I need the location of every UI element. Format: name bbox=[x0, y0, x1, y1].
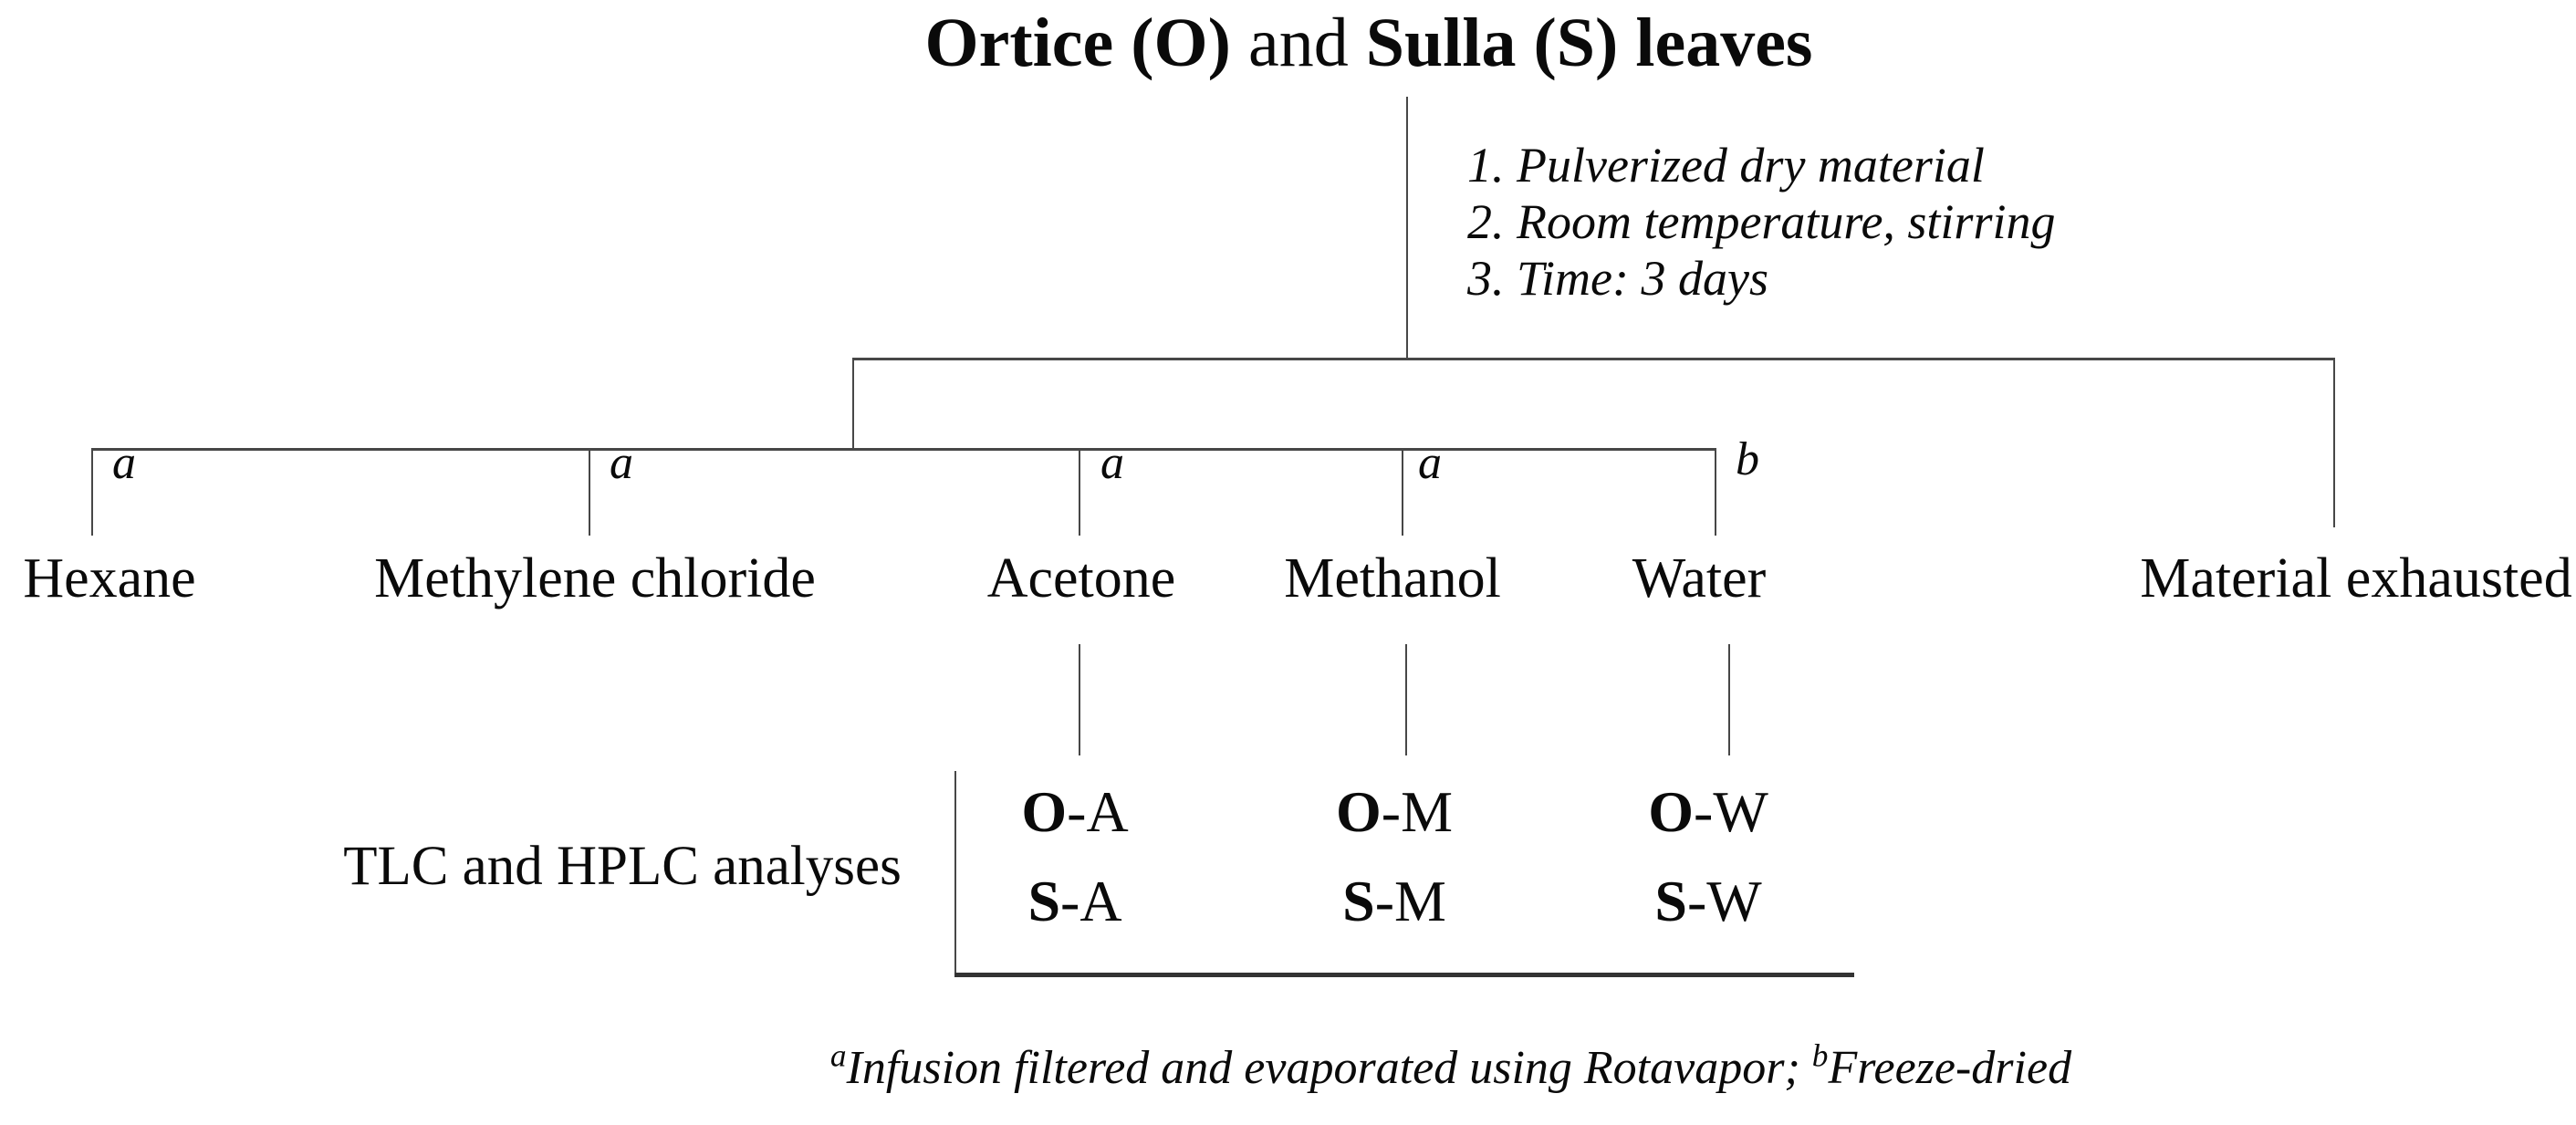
title-bold-sulla: Sulla (S) leaves bbox=[1365, 5, 1813, 81]
extract-s-m-rest: -M bbox=[1374, 869, 1446, 933]
analysis-label: TLC and HPLC analyses bbox=[343, 836, 902, 897]
node-material-exhausted: Material exhausted bbox=[2140, 547, 2572, 609]
methanol-drop-line bbox=[1402, 448, 1403, 536]
extract-s-m: S-M bbox=[1342, 872, 1446, 931]
node-methanol: Methanol bbox=[1284, 547, 1501, 609]
water-extract-line bbox=[1728, 644, 1730, 755]
footnote-text-a: Infusion filtered and evaporated using R… bbox=[846, 1042, 1812, 1094]
diagram-title: Ortice (O) and Sulla (S) leaves bbox=[924, 5, 1812, 82]
hexane-marker: a bbox=[112, 437, 136, 489]
node-hexane: Hexane bbox=[23, 547, 196, 609]
analysis-bracket-vertical-line bbox=[954, 771, 956, 977]
node-methylene-chloride: Methylene chloride bbox=[374, 547, 816, 609]
process-step-3: 3. Time: 3 days bbox=[1467, 251, 1768, 306]
title-connector-line bbox=[1406, 97, 1408, 358]
extract-o-m: O-M bbox=[1336, 783, 1453, 841]
extract-s-a-prefix: S bbox=[1027, 869, 1061, 933]
methylene-chloride-drop-line bbox=[589, 448, 590, 536]
title-regular-and: and bbox=[1230, 5, 1366, 81]
node-water: Water bbox=[1632, 547, 1767, 609]
methanol-extract-line bbox=[1405, 644, 1407, 755]
level1-left-drop-line bbox=[852, 358, 854, 449]
water-drop-line bbox=[1715, 448, 1716, 536]
extract-o-a: O-A bbox=[1021, 783, 1128, 841]
extract-o-w-rest: -W bbox=[1694, 779, 1768, 844]
extract-s-m-prefix: S bbox=[1342, 869, 1375, 933]
footnote-sup-a: a bbox=[829, 1036, 847, 1074]
process-step-1: 1. Pulverized dry material bbox=[1467, 138, 1985, 193]
acetone-drop-line bbox=[1079, 448, 1080, 536]
extract-o-w: O-W bbox=[1648, 783, 1768, 841]
extract-o-m-rest: -M bbox=[1381, 779, 1453, 844]
water-marker: b bbox=[1736, 433, 1759, 485]
extract-o-w-prefix: O bbox=[1648, 779, 1695, 844]
level1-right-drop-line bbox=[2333, 358, 2335, 527]
footnote-text-b: Freeze-dried bbox=[1828, 1042, 2072, 1094]
analysis-bracket-horizontal-line bbox=[954, 973, 1854, 977]
extract-o-a-rest: -A bbox=[1067, 779, 1129, 844]
footnote: aInfusion filtered and evaporated using … bbox=[830, 1039, 2072, 1094]
title-bold-ortice: Ortice (O) bbox=[924, 5, 1231, 81]
acetone-marker: a bbox=[1100, 437, 1124, 489]
process-step-2: 2. Room temperature, stirring bbox=[1467, 194, 2056, 249]
hexane-drop-line bbox=[91, 448, 93, 536]
extract-s-w-rest: -W bbox=[1686, 869, 1762, 933]
methylene-chloride-marker: a bbox=[610, 437, 633, 489]
acetone-extract-line bbox=[1079, 644, 1080, 755]
extract-s-w: S-W bbox=[1654, 872, 1761, 931]
level1-connector-line bbox=[852, 358, 2335, 360]
extract-s-w-prefix: S bbox=[1654, 869, 1687, 933]
process-steps: 1. Pulverized dry material 2. Room tempe… bbox=[1467, 137, 2055, 307]
methanol-marker: a bbox=[1418, 437, 1442, 489]
level2-connector-line bbox=[91, 448, 1716, 451]
extract-s-a: S-A bbox=[1027, 872, 1121, 931]
node-acetone: Acetone bbox=[986, 547, 1176, 609]
extract-s-a-rest: -A bbox=[1060, 869, 1122, 933]
extract-o-a-prefix: O bbox=[1021, 779, 1068, 844]
extract-o-m-prefix: O bbox=[1336, 779, 1382, 844]
footnote-sup-b: b bbox=[1811, 1036, 1829, 1074]
